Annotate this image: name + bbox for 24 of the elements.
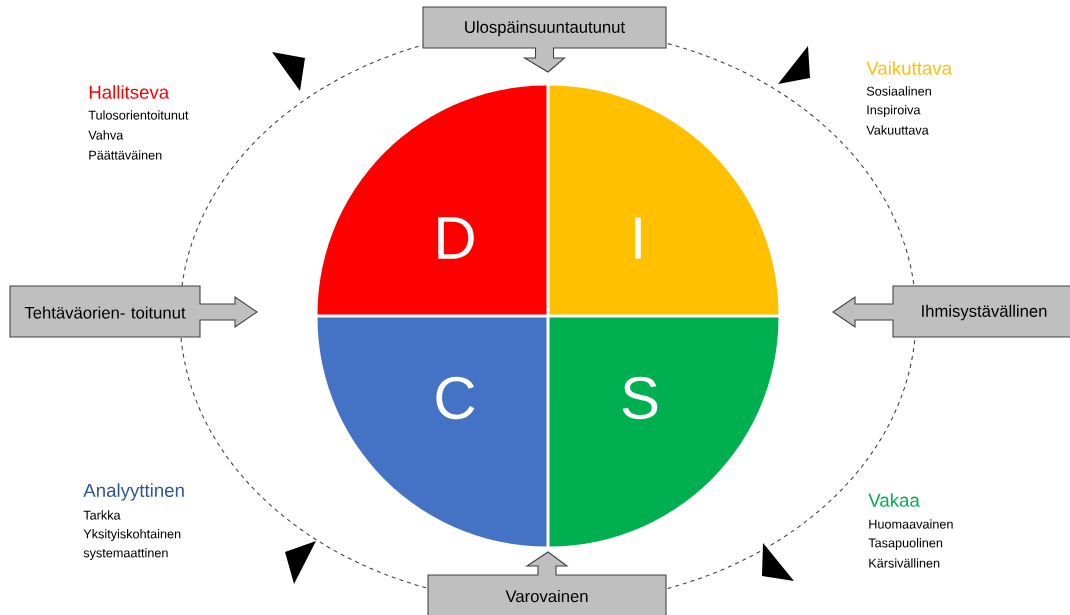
quadrant: C bbox=[317, 317, 547, 547]
style-heading: Vakaa bbox=[868, 493, 920, 507]
callout-arrow-box: Ihmisystävällinen bbox=[832, 285, 1070, 338]
style-heading: Analyyttinen bbox=[83, 483, 184, 501]
callout-arrow-box: Ulospäinsuuntautunut bbox=[422, 6, 667, 73]
trait-text: Vakuuttava bbox=[866, 125, 929, 135]
style-heading: Hallitseva bbox=[89, 85, 170, 99]
trait-text: Inspiroiva bbox=[867, 105, 921, 117]
trait-text: Kärsivällinen bbox=[869, 558, 940, 568]
quadrant: S bbox=[549, 317, 779, 547]
trait-text: Vahva bbox=[88, 130, 124, 140]
quadrant: D bbox=[317, 85, 547, 315]
trait-text: Tulosorientoitunut bbox=[88, 110, 189, 120]
callout-arrow-box: Tehtäväorien- toitunut bbox=[9, 285, 258, 338]
callout-arrow-box: Varovainen bbox=[427, 551, 667, 615]
trait-text: Tasapuolinen bbox=[868, 538, 943, 550]
trait-text: Päättäväinen bbox=[89, 150, 162, 160]
style-heading: Vaikuttava bbox=[866, 61, 953, 75]
trait-text: systemaattinen bbox=[83, 548, 168, 560]
trait-text: Yksityiskohtainen bbox=[83, 529, 181, 541]
trait-text: Tarkka bbox=[83, 510, 121, 520]
trait-text: Sosiaalinen bbox=[866, 86, 931, 96]
trait-text: Huomaavainen bbox=[869, 519, 953, 529]
quadrant: I bbox=[549, 85, 779, 315]
